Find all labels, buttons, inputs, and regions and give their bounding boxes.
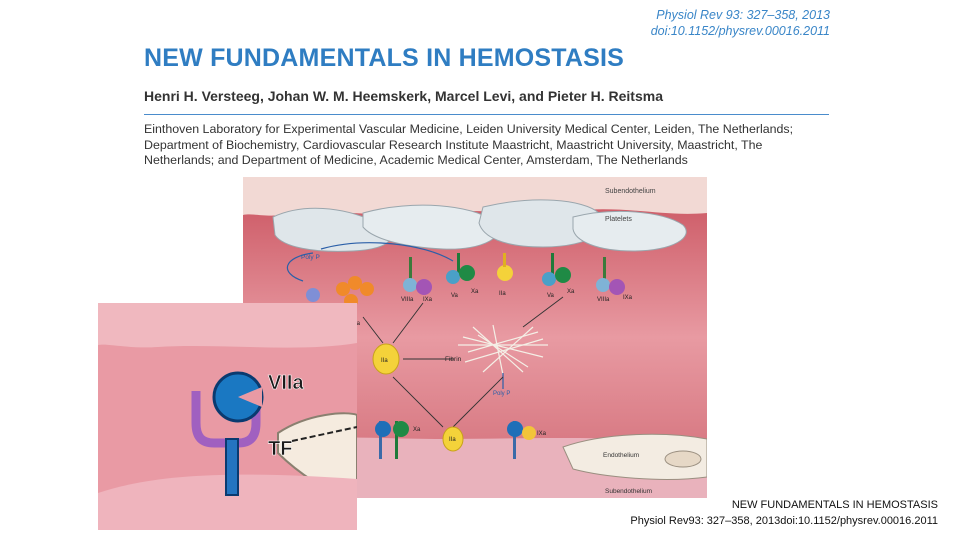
caption-title: NEW FUNDAMENTALS IN HEMOSTASIS	[732, 499, 938, 511]
label-iia-mid: IIa	[381, 358, 388, 364]
label-ixa-2: IXa	[623, 295, 633, 301]
label-iia-top: IIa	[499, 291, 506, 297]
paper-authors: Henri H. Versteeg, Johan W. M. Heemskerk…	[144, 88, 663, 104]
label-viia: VIIa	[268, 372, 304, 394]
caption-citation: Physiol Rev93: 327–358, 2013doi:10.1152/…	[630, 515, 938, 527]
label-xa-1: Xa	[471, 289, 479, 295]
cell-nucleus	[665, 451, 701, 467]
title-divider	[144, 114, 829, 115]
journal-citation: Physiol Rev 93: 327–358, 2013	[656, 8, 830, 22]
paper-affiliation: Einthoven Laboratory for Experimental Va…	[144, 122, 834, 169]
label-xa-2: Xa	[567, 289, 575, 295]
label-viiia-1: VIIIa	[401, 297, 414, 303]
label-iia-bottom: IIa	[449, 437, 456, 443]
paper-title: NEW FUNDAMENTALS IN HEMOSTASIS	[144, 44, 624, 73]
journal-doi: doi:10.1152/physrev.00016.2011	[651, 24, 830, 38]
label-xa-bottom: Xa	[413, 427, 421, 433]
label-polyp-bottom: Poly P	[493, 391, 510, 397]
label-platelets: Platelets	[605, 216, 632, 223]
label-subendothelium-bottom: Subendothelium	[605, 488, 652, 495]
tf-stalk	[226, 439, 238, 495]
label-polyp-top: Poly P	[301, 254, 320, 261]
label-ixa-1: IXa	[423, 297, 433, 303]
label-va-1: Va	[451, 293, 459, 299]
label-va-2: Va	[547, 293, 555, 299]
label-endothelium: Endothelium	[603, 452, 639, 459]
label-tf: TF	[268, 438, 292, 460]
label-viiia-2: VIIIa	[597, 297, 610, 303]
label-subendothelium-top: Subendothelium	[605, 188, 656, 195]
label-ixa-bottom: IXa	[537, 431, 547, 437]
zoom-inset: VIIa TF	[98, 303, 357, 530]
